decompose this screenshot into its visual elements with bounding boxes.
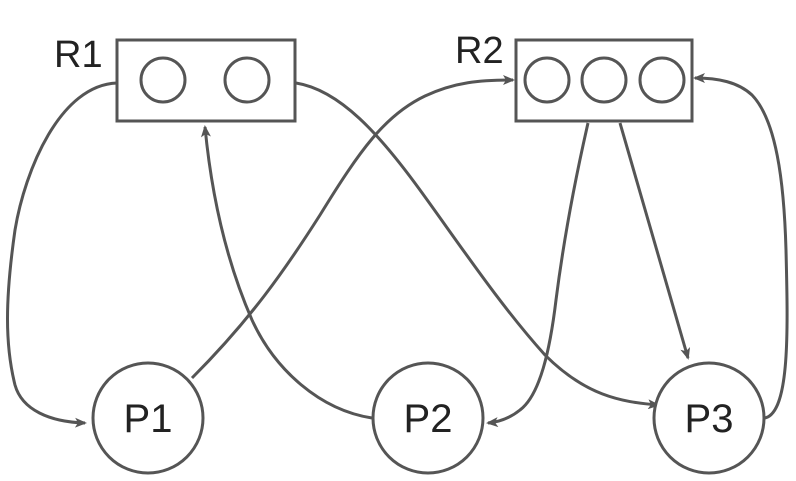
edges <box>6 73 789 428</box>
resource-r2-instance <box>580 56 628 104</box>
resource-r1-instance <box>139 56 187 104</box>
process-p2-circle <box>371 361 485 475</box>
resource-r2-instance <box>523 56 571 104</box>
edge-p2-to-r1 <box>200 125 373 420</box>
process-p2-label: P2 <box>404 397 453 441</box>
resource-r1-instance <box>223 56 271 104</box>
resource-r1-label: R1 <box>54 34 103 76</box>
process-p1: P1 <box>91 361 205 475</box>
resource-r1: R1 <box>54 34 297 123</box>
resource-r2-label: R2 <box>455 30 504 72</box>
process-p3-circle <box>652 361 766 475</box>
edge-p3-to-r2 <box>693 73 789 420</box>
edge-r1-to-p1 <box>6 81 118 428</box>
process-p3: P3 <box>652 361 766 475</box>
edge-p1-to-r2 <box>190 75 515 380</box>
edge-r2-to-p3 <box>618 122 691 360</box>
resource-r2-instance <box>638 56 686 104</box>
process-p1-label: P1 <box>124 397 173 441</box>
resource-r2: R2 <box>455 30 694 123</box>
edge-r1-to-p3 <box>295 81 660 410</box>
process-p2: P2 <box>371 361 485 475</box>
edge-r2-to-p2 <box>486 122 590 428</box>
process-p1-circle <box>91 361 205 475</box>
process-p3-label: P3 <box>685 397 734 441</box>
